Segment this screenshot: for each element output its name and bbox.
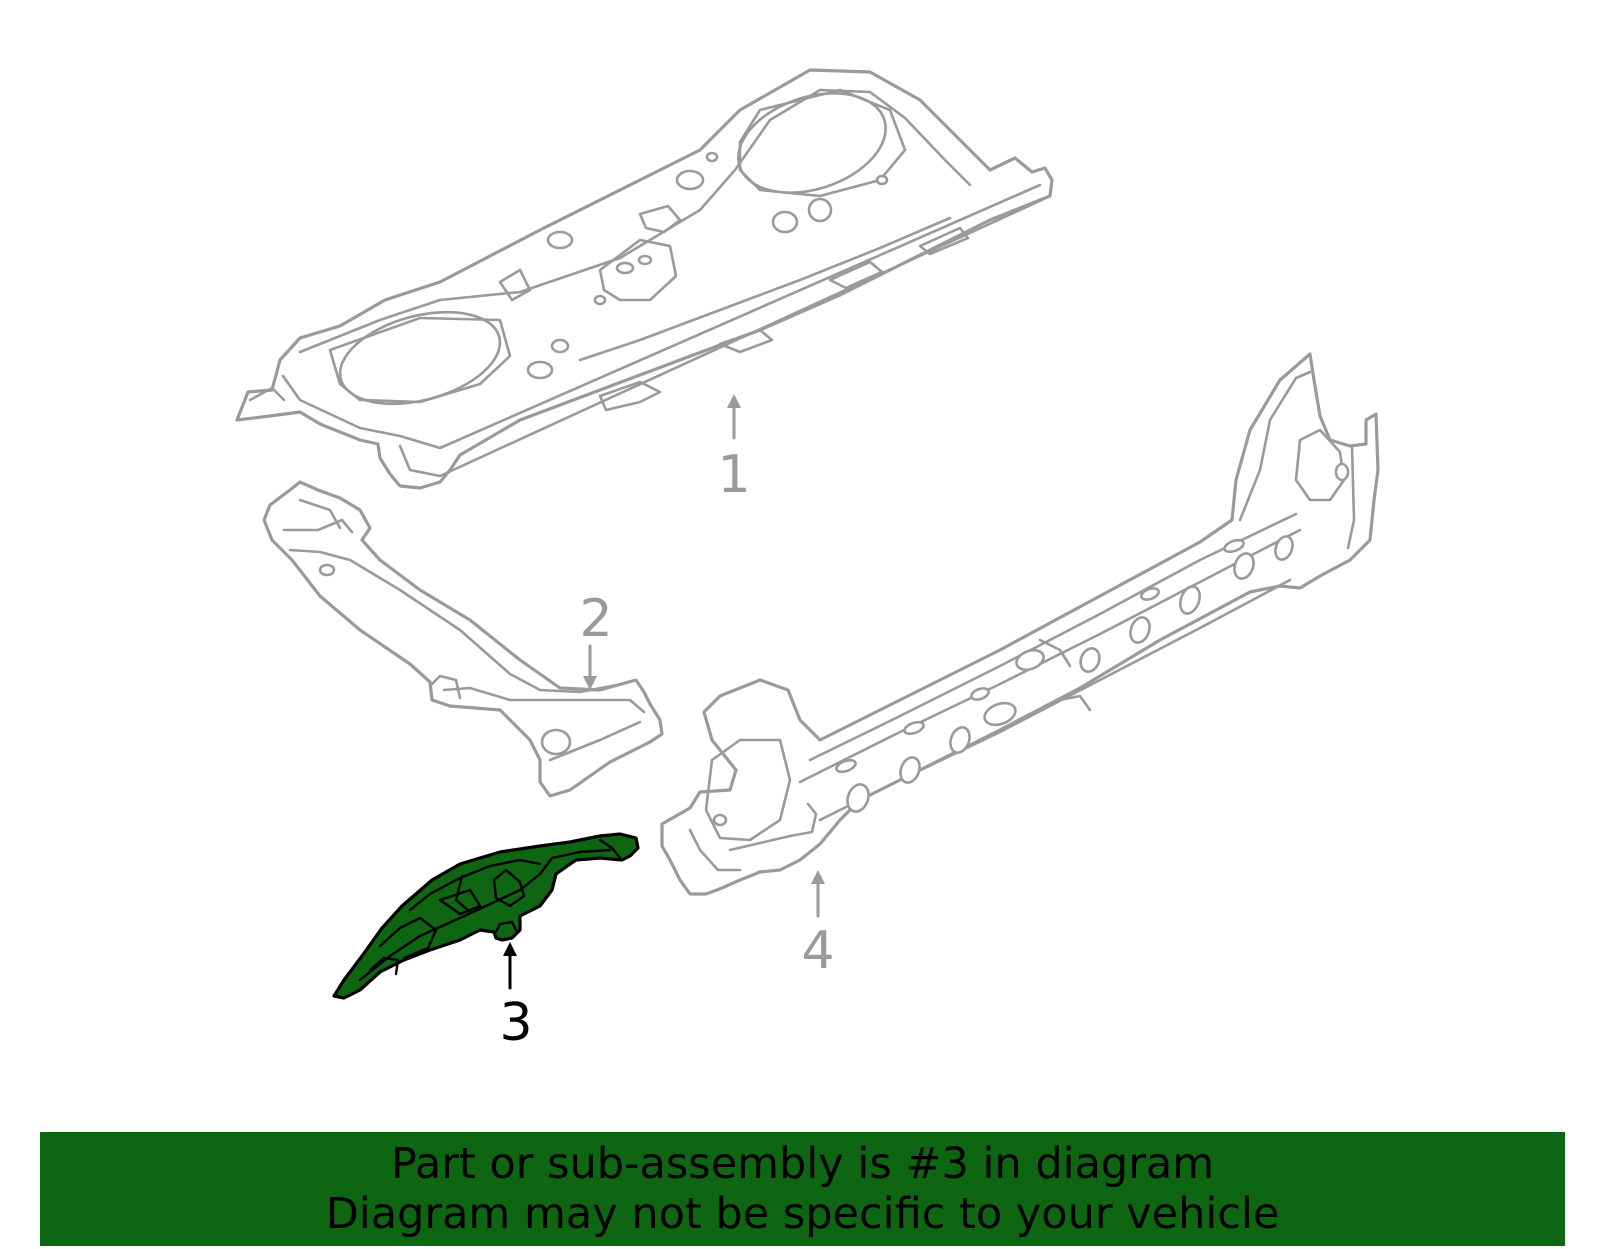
banner-line-disclaimer: Diagram may not be specific to your vehi… xyxy=(325,1189,1280,1239)
part-3-body xyxy=(332,832,640,1000)
callout-number-3: 3 xyxy=(499,993,532,1053)
callout-number-4: 4 xyxy=(801,921,834,981)
callout-4: 4 xyxy=(801,870,835,981)
banner-line-part: Part or sub-assembly is #3 in diagram xyxy=(390,1139,1215,1189)
part-3-extension-panel[interactable] xyxy=(332,832,640,1000)
part-2-side-bracket[interactable] xyxy=(262,480,664,798)
callout-number-2: 2 xyxy=(579,589,612,649)
part-1-package-tray[interactable] xyxy=(235,68,1054,490)
info-banner: Part or sub-assembly is #3 in diagram Di… xyxy=(40,1132,1565,1246)
part-4-rocker-panel[interactable] xyxy=(660,352,1380,896)
callout-3: 3 xyxy=(499,942,533,1053)
callout-2: 2 xyxy=(579,589,613,690)
callout-1: 1 xyxy=(717,394,751,505)
callout-number-1: 1 xyxy=(717,445,750,505)
